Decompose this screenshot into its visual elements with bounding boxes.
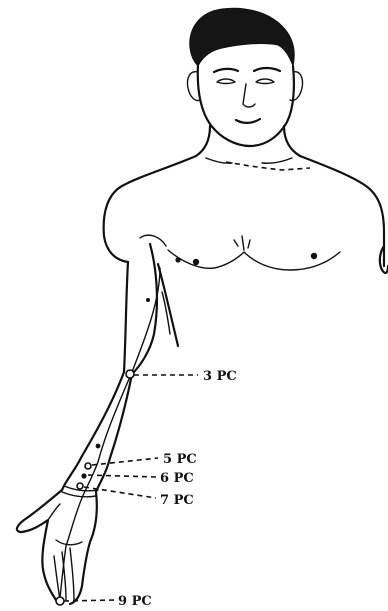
nose xyxy=(243,84,255,107)
point-upper-arm-dot xyxy=(146,298,150,302)
left-eyebrow xyxy=(214,69,238,72)
torso xyxy=(104,126,388,273)
palm-crease xyxy=(56,540,82,545)
point-forearm-dot xyxy=(96,444,101,449)
right-eye xyxy=(256,79,274,84)
collarbone xyxy=(206,158,292,163)
thumb-line xyxy=(48,504,60,520)
neck-left xyxy=(196,126,210,156)
right-shoulder xyxy=(300,156,384,266)
right-nipple xyxy=(311,253,317,259)
leader-6pc xyxy=(88,475,156,477)
neck-right xyxy=(284,126,300,156)
axilla-line xyxy=(158,264,178,346)
armpit-crease xyxy=(140,235,166,246)
label-5pc: 5 PC xyxy=(163,452,197,467)
left-nipple xyxy=(193,259,199,265)
leader-9pc xyxy=(64,600,116,601)
forearm-outer xyxy=(62,372,124,490)
right-eyebrow xyxy=(254,68,280,71)
face-outline xyxy=(198,64,294,146)
point-7pc-marker xyxy=(77,483,83,489)
wrist-crease-2 xyxy=(62,492,96,497)
point-5pc-marker xyxy=(85,463,91,469)
label-9pc: 9 PC xyxy=(118,594,152,609)
label-3pc: 3 PC xyxy=(203,369,237,384)
left-eye xyxy=(217,79,235,84)
forearm-inner xyxy=(96,374,132,492)
hair xyxy=(190,8,294,66)
meridian-line xyxy=(60,268,160,598)
point-chest xyxy=(175,257,180,262)
mouth xyxy=(236,119,260,123)
points xyxy=(56,298,150,605)
right-ear xyxy=(290,72,303,101)
head xyxy=(187,8,302,146)
labels: 3 PC 5 PC 6 PC 7 PC 9 PC xyxy=(118,369,237,609)
point-3pc-marker xyxy=(126,370,134,378)
upper-arm-outer xyxy=(124,262,128,372)
point-6pc-marker xyxy=(81,473,86,478)
label-7pc: 7 PC xyxy=(160,493,194,508)
sternum-marks xyxy=(234,236,250,250)
point-9pc-marker xyxy=(56,597,64,605)
label-6pc: 6 PC xyxy=(160,471,194,486)
leader-5pc xyxy=(92,458,158,465)
arm xyxy=(17,244,178,604)
